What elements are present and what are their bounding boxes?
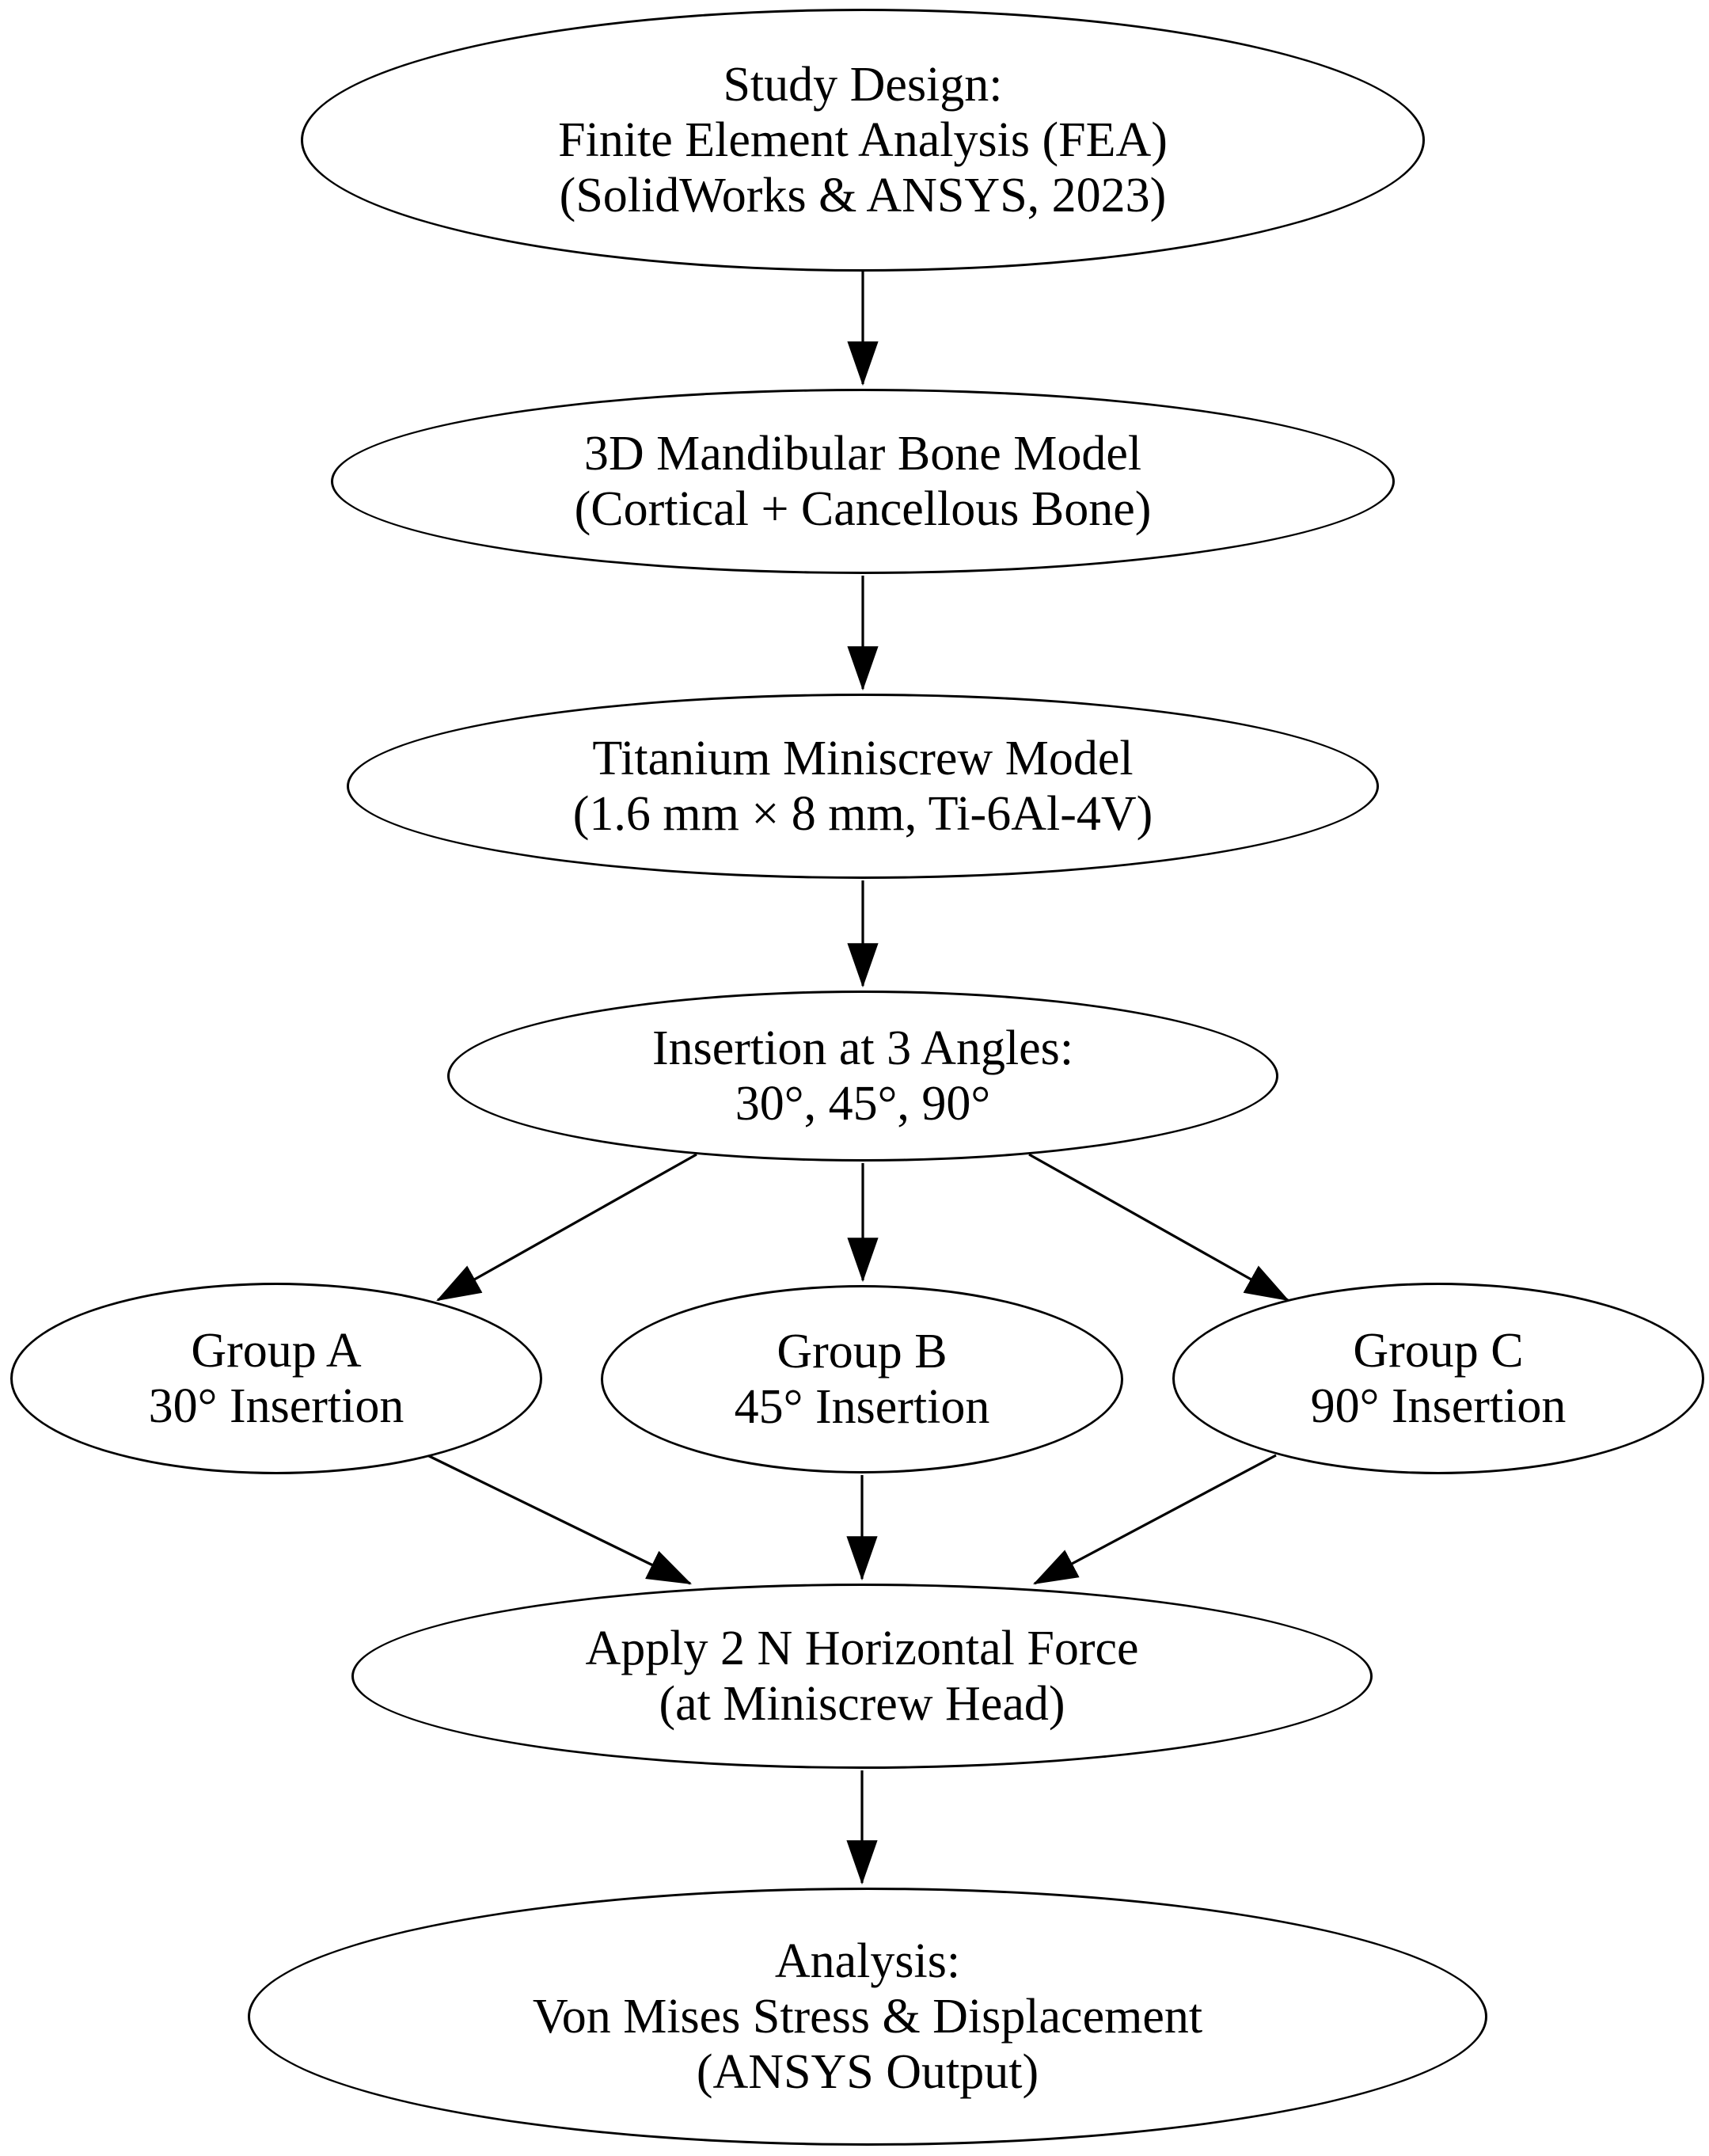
edge-group-c-force: [1033, 1454, 1277, 1585]
node-line: (ANSYS Output): [696, 2045, 1039, 2099]
node-line: Group A: [191, 1324, 362, 1378]
node-miniscrew-model: Titanium Miniscrew Model (1.6 mm × 8 mm,…: [347, 694, 1379, 879]
node-group-a: Group A 30° Insertion: [10, 1283, 542, 1474]
node-line: 30°, 45°, 90°: [735, 1077, 991, 1131]
node-apply-force: Apply 2 N Horizontal Force (at Miniscrew…: [351, 1584, 1373, 1769]
node-line: (Cortical + Cancellous Bone): [574, 482, 1152, 536]
node-line: Von Mises Stress & Displacement: [532, 1990, 1203, 2044]
node-study-design: Study Design: Finite Element Analysis (F…: [301, 9, 1425, 272]
edge-insertion-group-a: [436, 1153, 697, 1302]
node-insertion-angles: Insertion at 3 Angles: 30°, 45°, 90°: [447, 991, 1278, 1162]
edge-group-a-force: [427, 1454, 693, 1585]
edge-insertion-group-c: [1028, 1153, 1289, 1302]
node-line: Group B: [777, 1325, 948, 1378]
node-line: Insertion at 3 Angles:: [651, 1021, 1074, 1075]
node-line: Apply 2 N Horizontal Force: [585, 1622, 1139, 1675]
node-analysis: Analysis: Von Mises Stress & Displacemen…: [248, 1888, 1487, 2146]
node-line: Study Design:: [723, 58, 1003, 112]
node-group-c: Group C 90° Insertion: [1172, 1283, 1704, 1474]
node-line: Group C: [1353, 1324, 1524, 1378]
node-line: (SolidWorks & ANSYS, 2023): [559, 169, 1167, 222]
node-line: (at Miniscrew Head): [659, 1677, 1065, 1731]
node-bone-model: 3D Mandibular Bone Model (Cortical + Can…: [331, 389, 1395, 574]
node-line: (1.6 mm × 8 mm, Ti-6Al-4V): [572, 787, 1153, 841]
node-line: 45° Insertion: [734, 1380, 990, 1434]
node-line: Titanium Miniscrew Model: [592, 732, 1134, 785]
node-line: 30° Insertion: [148, 1379, 404, 1433]
node-line: 3D Mandibular Bone Model: [583, 427, 1142, 481]
node-group-b: Group B 45° Insertion: [601, 1285, 1123, 1473]
node-line: 90° Insertion: [1310, 1379, 1567, 1433]
node-line: Finite Element Analysis (FEA): [558, 113, 1168, 167]
node-line: Analysis:: [774, 1934, 961, 1988]
